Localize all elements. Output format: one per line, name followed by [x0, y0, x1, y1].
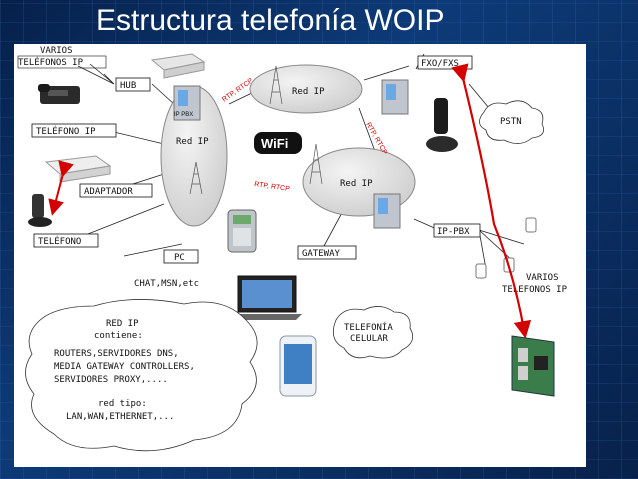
label-fxo-fxs: FXO/FXS: [421, 59, 459, 69]
label-celular: CELULAR: [350, 334, 389, 344]
fxo-card-arrow: [451, 63, 532, 339]
antenna-right-icon: [309, 143, 323, 185]
pc-box: [163, 249, 199, 264]
small-phones-right: [475, 217, 537, 279]
cloud-line-2: contiene:: [94, 331, 143, 341]
desk-phone-icon: [38, 84, 80, 104]
cloud-line-3: ROUTERS,SERVIDORES DNS,: [54, 349, 179, 359]
hub-box: [115, 77, 151, 92]
label-hub: HUB: [120, 81, 136, 91]
smartphone-icon: [279, 335, 317, 397]
telefono-box: [33, 233, 99, 248]
cloud-line-7: LAN,WAN,ETHERNET,...: [66, 412, 174, 422]
wifi-logo: WiFi: [254, 132, 302, 154]
ip-handset-icon: [227, 209, 257, 253]
protocol-rtp-mid: RTP, RTCP: [254, 181, 291, 193]
label-varios-right-1: VARIOS: [526, 273, 559, 283]
ip-pbx-left-label: IP PBX: [174, 112, 193, 118]
label-telefono: TELÉFONO: [38, 235, 81, 247]
voip-diagram: VARIOS TELÉFONOS IP HUB TELÉFONO IP ADAP…: [17, 46, 568, 452]
hub-device-icon: [150, 53, 206, 79]
ip-pbx-right-icon: [373, 193, 401, 229]
cloud-line-6: red tipo:: [98, 399, 147, 409]
telefonia-celular-cloud: [332, 306, 414, 359]
antenna-top-icon: [269, 65, 283, 105]
diagram-panel: VARIOS TELÉFONOS IP HUB TELÉFONO IP ADAP…: [14, 44, 586, 467]
label-varios-right-2: TELEFONOS IP: [502, 285, 568, 295]
varios-left-frame: [17, 55, 107, 69]
label-gateway: GATEWAY: [302, 249, 341, 259]
cloud-line-1: RED IP: [106, 319, 139, 329]
red-ip-right-label: Red IP: [340, 179, 373, 189]
cordless-phone-right-icon: [426, 98, 458, 152]
adapter-device-icon: [44, 155, 112, 183]
slide-title: Estructura telefonía WOIP: [96, 4, 445, 37]
label-telefono-ip: TELÉFONO IP: [36, 125, 96, 137]
network-card-icon: [511, 335, 555, 397]
label-adaptador: ADAPTADOR: [84, 187, 133, 197]
telefono-ip-box: [31, 123, 117, 138]
adaptador-box: [79, 183, 153, 198]
label-chat: CHAT,MSN,etc: [134, 279, 199, 289]
label-varios-left-1: VARIOS: [40, 46, 73, 56]
label-pstn: PSTN: [500, 117, 522, 127]
adapter-phone-arrow: [48, 160, 74, 216]
red-ip-cloud: [25, 299, 258, 452]
label-varios-left-2: TELÉFONOS IP: [18, 56, 84, 68]
label-pc: PC: [174, 253, 185, 263]
cloud-line-5: SERVIDORES PROXY,....: [54, 375, 168, 385]
wifi-logo-text: WiFi: [261, 136, 288, 151]
ip-pbx-top-right-icon: [381, 79, 409, 115]
red-ip-left-label: Red IP: [176, 137, 209, 147]
laptop-icon: [232, 275, 302, 320]
cloud-line-4: MEDIA GATEWAY CONTROLLERS,: [54, 362, 195, 372]
red-ip-top-label: Red IP: [292, 87, 325, 97]
label-ip-pbx: IP-PBX: [437, 227, 470, 237]
gateway-box: [297, 245, 357, 260]
label-telefonia: TELEFONÍA: [344, 321, 393, 333]
antenna-left-icon: [189, 161, 203, 195]
ip-pbx-left-icon: IP PBX: [173, 85, 201, 121]
cordless-phone-icon: [28, 194, 52, 227]
